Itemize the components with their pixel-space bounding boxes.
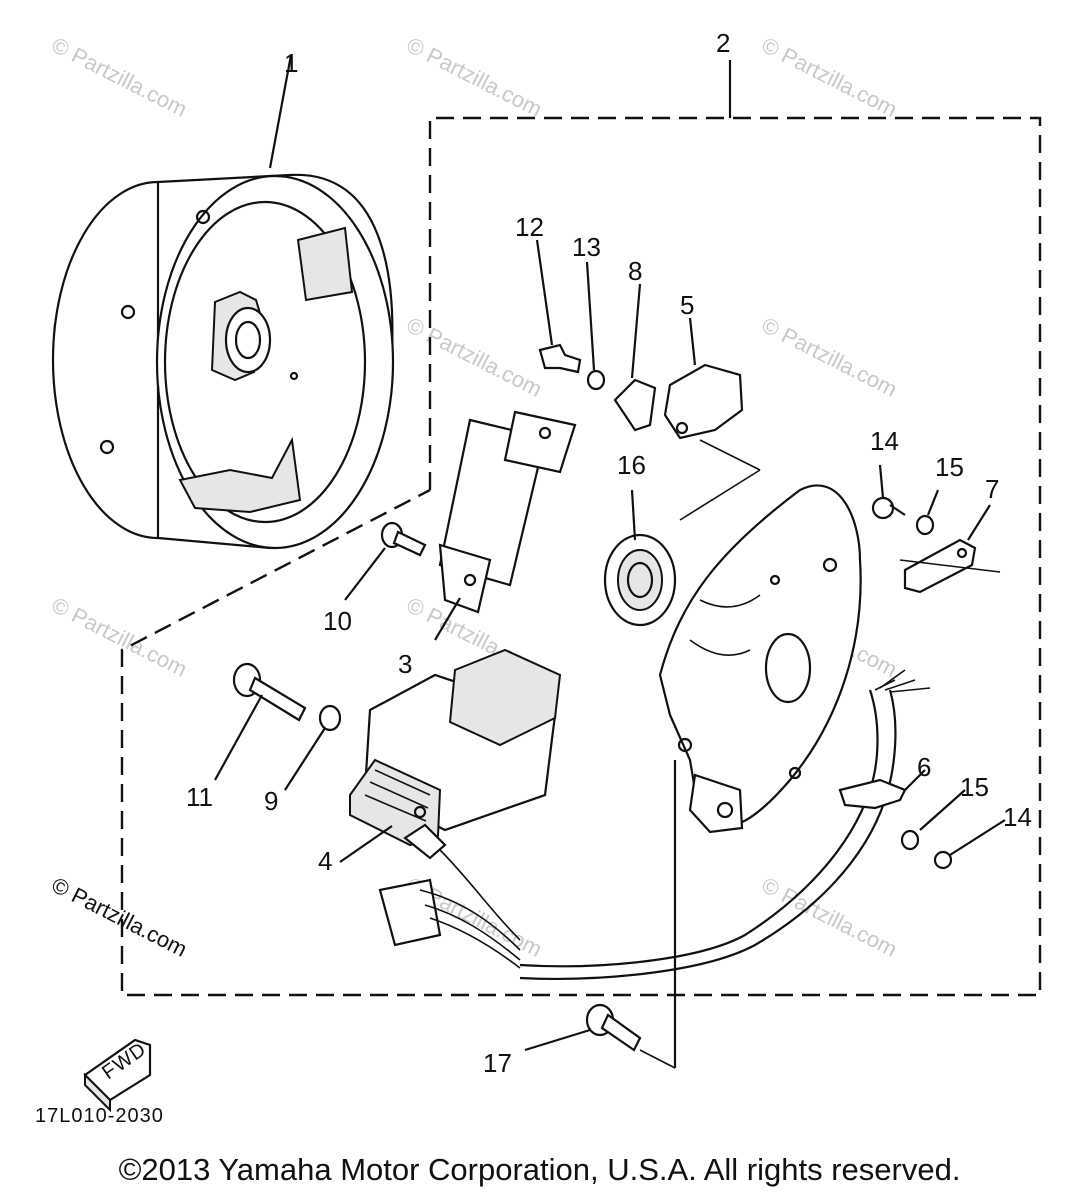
callout-label: 14: [1003, 802, 1032, 832]
wiring-harness: [378, 669, 1006, 980]
callout-label: 7: [985, 474, 999, 504]
watermark: © Partzilla.com: [403, 312, 546, 402]
watermark: © Partzilla.com: [758, 312, 901, 402]
callout-label: 4: [318, 846, 332, 876]
callout-label: 2: [716, 28, 730, 58]
stator-base-plate: [658, 484, 862, 834]
watermark: © Partzilla.com: [403, 32, 546, 122]
callout-label: 14: [870, 426, 899, 456]
oil-seal: [603, 489, 677, 627]
watermark-dark: © Partzilla.com: [48, 872, 191, 962]
callout-label: 3: [398, 649, 412, 679]
pulser-coil-group: [535, 239, 761, 521]
watermark: © Partzilla.com: [48, 592, 191, 682]
callout-label: 1: [284, 48, 298, 78]
callout-label: 5: [680, 290, 694, 320]
callout-label: 6: [917, 752, 931, 782]
drawing-code: 17L010-2030: [35, 1105, 164, 1127]
charge-coil: [434, 410, 577, 641]
stator-assembly-boundary: [120, 60, 1042, 997]
bolts-and-washers: [214, 521, 677, 1069]
callout-label: 13: [572, 232, 601, 262]
callout-label: 10: [323, 606, 352, 636]
callout-label: 8: [628, 256, 642, 286]
fwd-direction-badge: FWD: [83, 1038, 152, 1113]
callout-label: 15: [960, 772, 989, 802]
callout-label: 11: [186, 782, 213, 812]
watermark: © Partzilla.com: [758, 32, 901, 122]
flywheel-rotor: [51, 54, 395, 550]
callout-labels: 1 2 3 4 5 6 7 8 9 10 11 12 13 14 14 15 1…: [35, 28, 1032, 1127]
callout-label: 15: [935, 452, 964, 482]
callout-label: 16: [617, 450, 646, 480]
right-small-parts: [871, 464, 1001, 594]
callout-label: 17: [483, 1048, 512, 1078]
callout-label: 12: [515, 212, 544, 242]
cdi-unit: [339, 648, 562, 863]
callout-label: 9: [264, 786, 278, 816]
watermark: © Partzilla.com: [758, 872, 901, 962]
watermark: © Partzilla.com: [48, 32, 191, 122]
copyright-footer: ©2013 Yamaha Motor Corporation, U.S.A. A…: [118, 1152, 961, 1187]
